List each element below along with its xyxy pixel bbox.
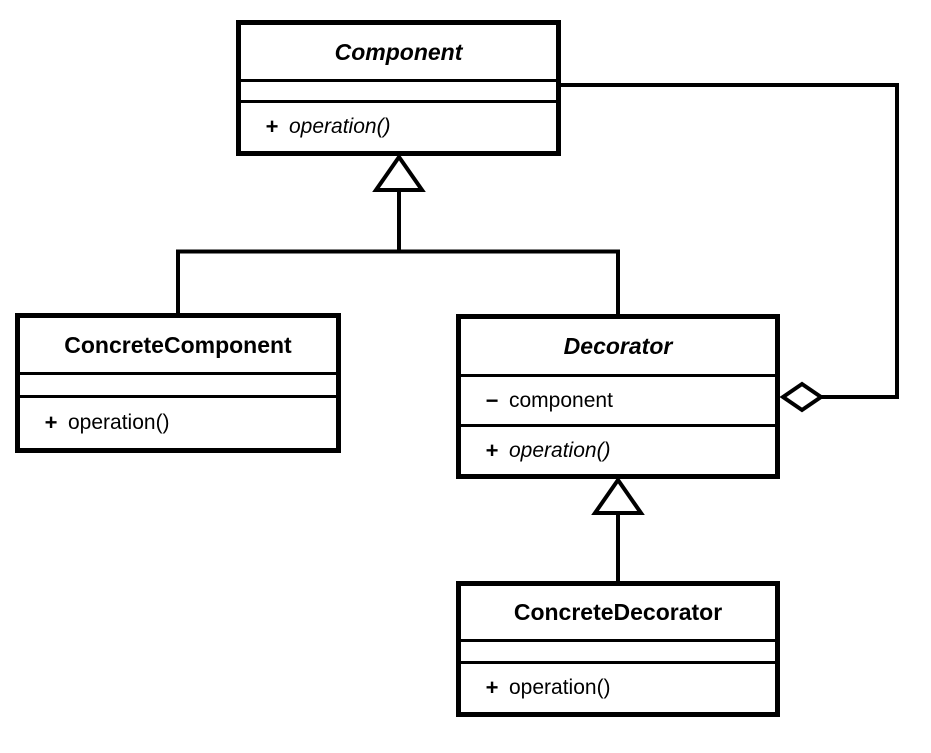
compartment-divider bbox=[20, 372, 336, 375]
operation-label: operation() bbox=[68, 411, 170, 434]
visibility-marker-public: + bbox=[485, 437, 499, 463]
hollow-triangle-arrowhead bbox=[591, 476, 645, 515]
compartment-divider bbox=[241, 79, 556, 82]
compartment-divider bbox=[241, 100, 556, 103]
operation-row-decorator-operation[interactable]: + operation() bbox=[461, 427, 775, 474]
hollow-diamond-arrowhead bbox=[779, 381, 825, 413]
class-box-decorator[interactable]: Decorator − component + operation() bbox=[456, 314, 780, 479]
operation-label: operation() bbox=[509, 676, 611, 699]
class-name-concrete-decorator: ConcreteDecorator bbox=[513, 599, 723, 625]
operation-label: operation() bbox=[289, 115, 391, 138]
visibility-marker-public: + bbox=[485, 675, 499, 700]
operation-label: operation() bbox=[509, 438, 611, 462]
generalization-to-decorator bbox=[591, 476, 645, 583]
visibility-marker-public: + bbox=[265, 114, 279, 139]
compartment-divider bbox=[461, 661, 775, 664]
operation-row-component-operation[interactable]: + operation() bbox=[241, 103, 556, 151]
visibility-marker-private: − bbox=[485, 387, 499, 413]
class-name-concrete-component: ConcreteComponent bbox=[64, 331, 292, 358]
generalization-to-component bbox=[176, 153, 620, 316]
hollow-triangle-arrowhead bbox=[372, 153, 426, 192]
class-box-concrete-decorator[interactable]: ConcreteDecorator + operation() bbox=[456, 581, 780, 717]
compartment-divider bbox=[461, 639, 775, 642]
class-box-concrete-component[interactable]: ConcreteComponent + operation() bbox=[15, 313, 341, 453]
operation-row-concrete-decorator-operation[interactable]: + operation() bbox=[461, 664, 775, 712]
class-box-component[interactable]: Component + operation() bbox=[236, 20, 561, 156]
attributes-compartment-concrete-decorator bbox=[461, 642, 775, 661]
attributes-compartment-component bbox=[241, 82, 556, 100]
compartment-divider bbox=[461, 424, 775, 427]
class-name-component: Component bbox=[334, 38, 463, 65]
attribute-label: component bbox=[509, 388, 613, 412]
operation-row-concrete-component-operation[interactable]: + operation() bbox=[20, 398, 336, 448]
attribute-row-decorator-component[interactable]: − component bbox=[461, 377, 775, 424]
class-name-decorator: Decorator bbox=[563, 333, 673, 359]
visibility-marker-public: + bbox=[44, 410, 58, 435]
compartment-divider bbox=[20, 395, 336, 398]
attributes-compartment-concrete-component bbox=[20, 375, 336, 395]
